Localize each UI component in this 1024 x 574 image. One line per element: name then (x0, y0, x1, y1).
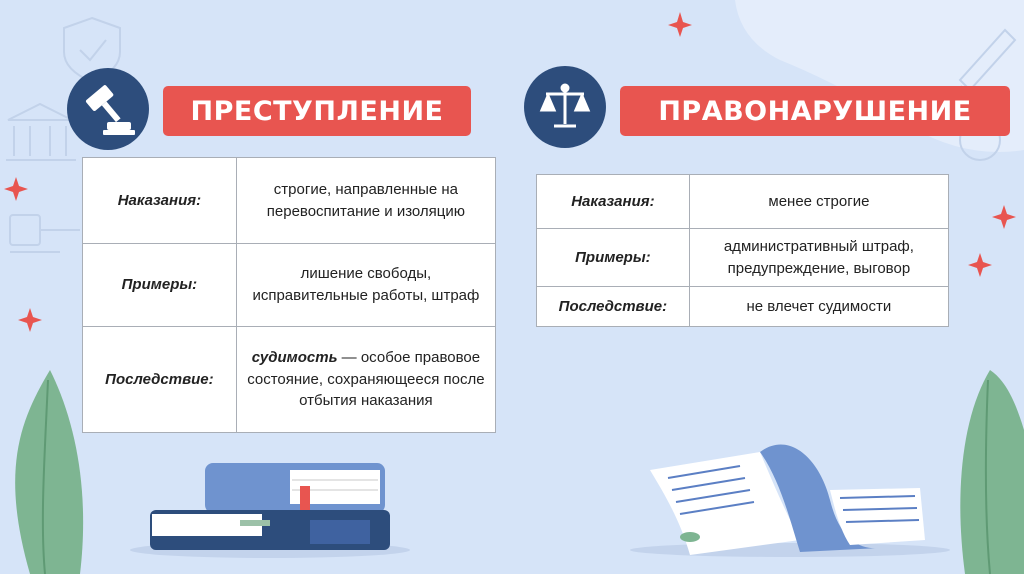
plant-left-illustration (15, 370, 84, 574)
sparkle-icon (18, 308, 42, 332)
table-row: Последствие: не влечет судимости (536, 286, 950, 327)
offense-punishment-value: менее строгие (688, 174, 950, 229)
conviction-term: судимость (251, 348, 338, 366)
table-row: Наказания: менее строгие (536, 174, 950, 229)
gavel-outline-icon (9, 214, 80, 253)
sparkle-icon (968, 253, 992, 277)
sparkle-icon (4, 177, 28, 201)
crime-examples-label: Примеры: (82, 243, 237, 327)
gavel-icon-badge (67, 68, 149, 150)
sparkle-icon (668, 12, 692, 37)
crime-punishment-label: Наказания: (82, 157, 237, 244)
crime-consequence-value: судимость — особое правовое состояние, с… (235, 326, 497, 433)
scales-icon (539, 83, 591, 128)
offense-punishment-label: Наказания: (536, 174, 690, 229)
books-illustration (130, 463, 410, 558)
crime-title: ПРЕСТУПЛЕНИЕ (163, 86, 471, 136)
courthouse-outline-icon (6, 102, 76, 161)
document-scroll-illustration (630, 444, 950, 557)
offense-title: ПРАВОНАРУШЕНИЕ (620, 86, 1010, 136)
crime-consequence-label: Последствие: (82, 326, 237, 433)
offense-examples-label: Примеры: (536, 228, 690, 287)
conviction-definition: — особое правовое состояние, сохраняющее… (247, 348, 485, 410)
offense-table: Наказания: менее строгие Примеры: админи… (536, 174, 950, 327)
gavel-icon (86, 85, 135, 135)
offense-examples-value: административный штраф, предупреждение, … (688, 228, 950, 287)
offense-consequence-label: Последствие: (536, 286, 690, 327)
crime-examples-value: лишение свободы, исправительные работы, … (235, 243, 497, 327)
crime-table: Наказания: строгие, направленные на пере… (82, 157, 497, 433)
crime-punishment-value: строгие, направленные на перевоспитание … (235, 157, 497, 244)
table-row: Примеры: административный штраф, предупр… (536, 228, 950, 287)
scales-icon-badge (524, 66, 606, 148)
table-row: Последствие: судимость — особое правовое… (82, 326, 497, 433)
offense-consequence-value: не влечет судимости (688, 286, 950, 327)
plant-right-illustration (960, 370, 1024, 574)
table-row: Наказания: строгие, направленные на пере… (82, 157, 497, 244)
sparkle-icon (992, 205, 1016, 229)
table-row: Примеры: лишение свободы, исправительные… (82, 243, 497, 327)
